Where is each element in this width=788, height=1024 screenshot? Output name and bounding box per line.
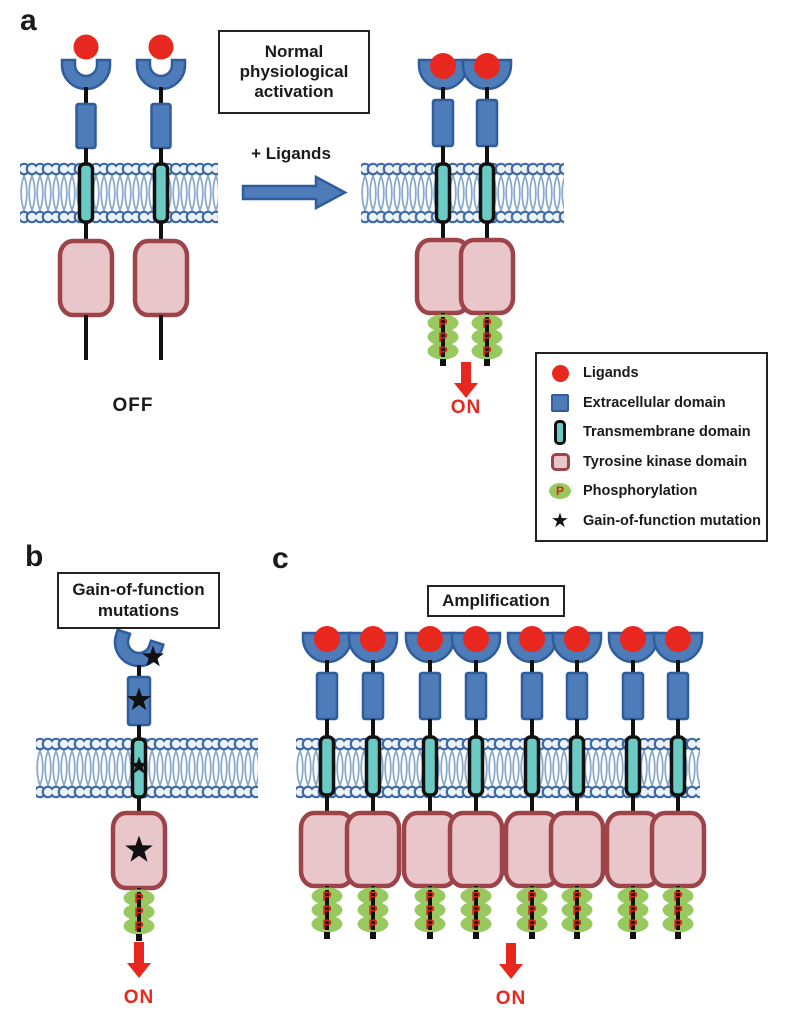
ligand-icon <box>551 364 569 382</box>
legend-row-transmembrane: Transmembrane domain <box>547 418 762 446</box>
legend-label: Phosphorylation <box>583 483 698 500</box>
gain-of-function-icon: ★ <box>551 509 569 532</box>
legend-label: Ligands <box>583 365 639 382</box>
amplification-box: Amplification <box>427 585 565 617</box>
legend-row-ligands: Ligands <box>547 359 762 387</box>
panel-a-label: a <box>20 4 37 37</box>
on-arrow-a <box>454 362 478 398</box>
off-state-label: OFF <box>112 395 154 416</box>
normal-activation-box: Normal physiological activation <box>218 30 370 114</box>
plus-ligands-label: + Ligands <box>251 144 331 163</box>
phosphorylation-icon: P <box>549 483 571 500</box>
legend-row-gain-of-function: ★ Gain-of-function mutation <box>547 507 762 535</box>
membrane-a-right <box>361 162 564 224</box>
tyrosine-kinase-domain-icon <box>550 452 570 471</box>
on-arrow-c <box>499 943 523 979</box>
on-state-label-b: ON <box>123 987 155 1008</box>
on-arrow-b <box>127 942 151 978</box>
plus-ligands-arrow <box>241 174 348 211</box>
panel-b-label: b <box>25 540 44 573</box>
on-state-label-a: ON <box>450 397 482 418</box>
legend-label: Tyrosine kinase domain <box>583 453 748 470</box>
legend: Ligands Extracellular domain Transmembra… <box>535 352 768 542</box>
legend-row-extracellular: Extracellular domain <box>547 389 762 417</box>
extracellular-domain-icon <box>551 393 569 412</box>
gain-of-function-box: Gain-of-function mutations <box>57 572 220 629</box>
legend-label: Transmembrane domain <box>583 424 751 441</box>
legend-label: Extracellular domain <box>583 394 726 411</box>
legend-label: Gain-of-function mutation <box>583 512 761 529</box>
on-state-label-c: ON <box>495 988 527 1009</box>
legend-row-tyrosine-kinase: Tyrosine kinase domain <box>547 448 762 476</box>
membrane-a-left <box>20 162 218 224</box>
transmembrane-domain-icon <box>554 419 566 445</box>
legend-row-phosphorylation: P Phosphorylation <box>547 477 762 505</box>
panel-c-label: c <box>272 542 289 575</box>
